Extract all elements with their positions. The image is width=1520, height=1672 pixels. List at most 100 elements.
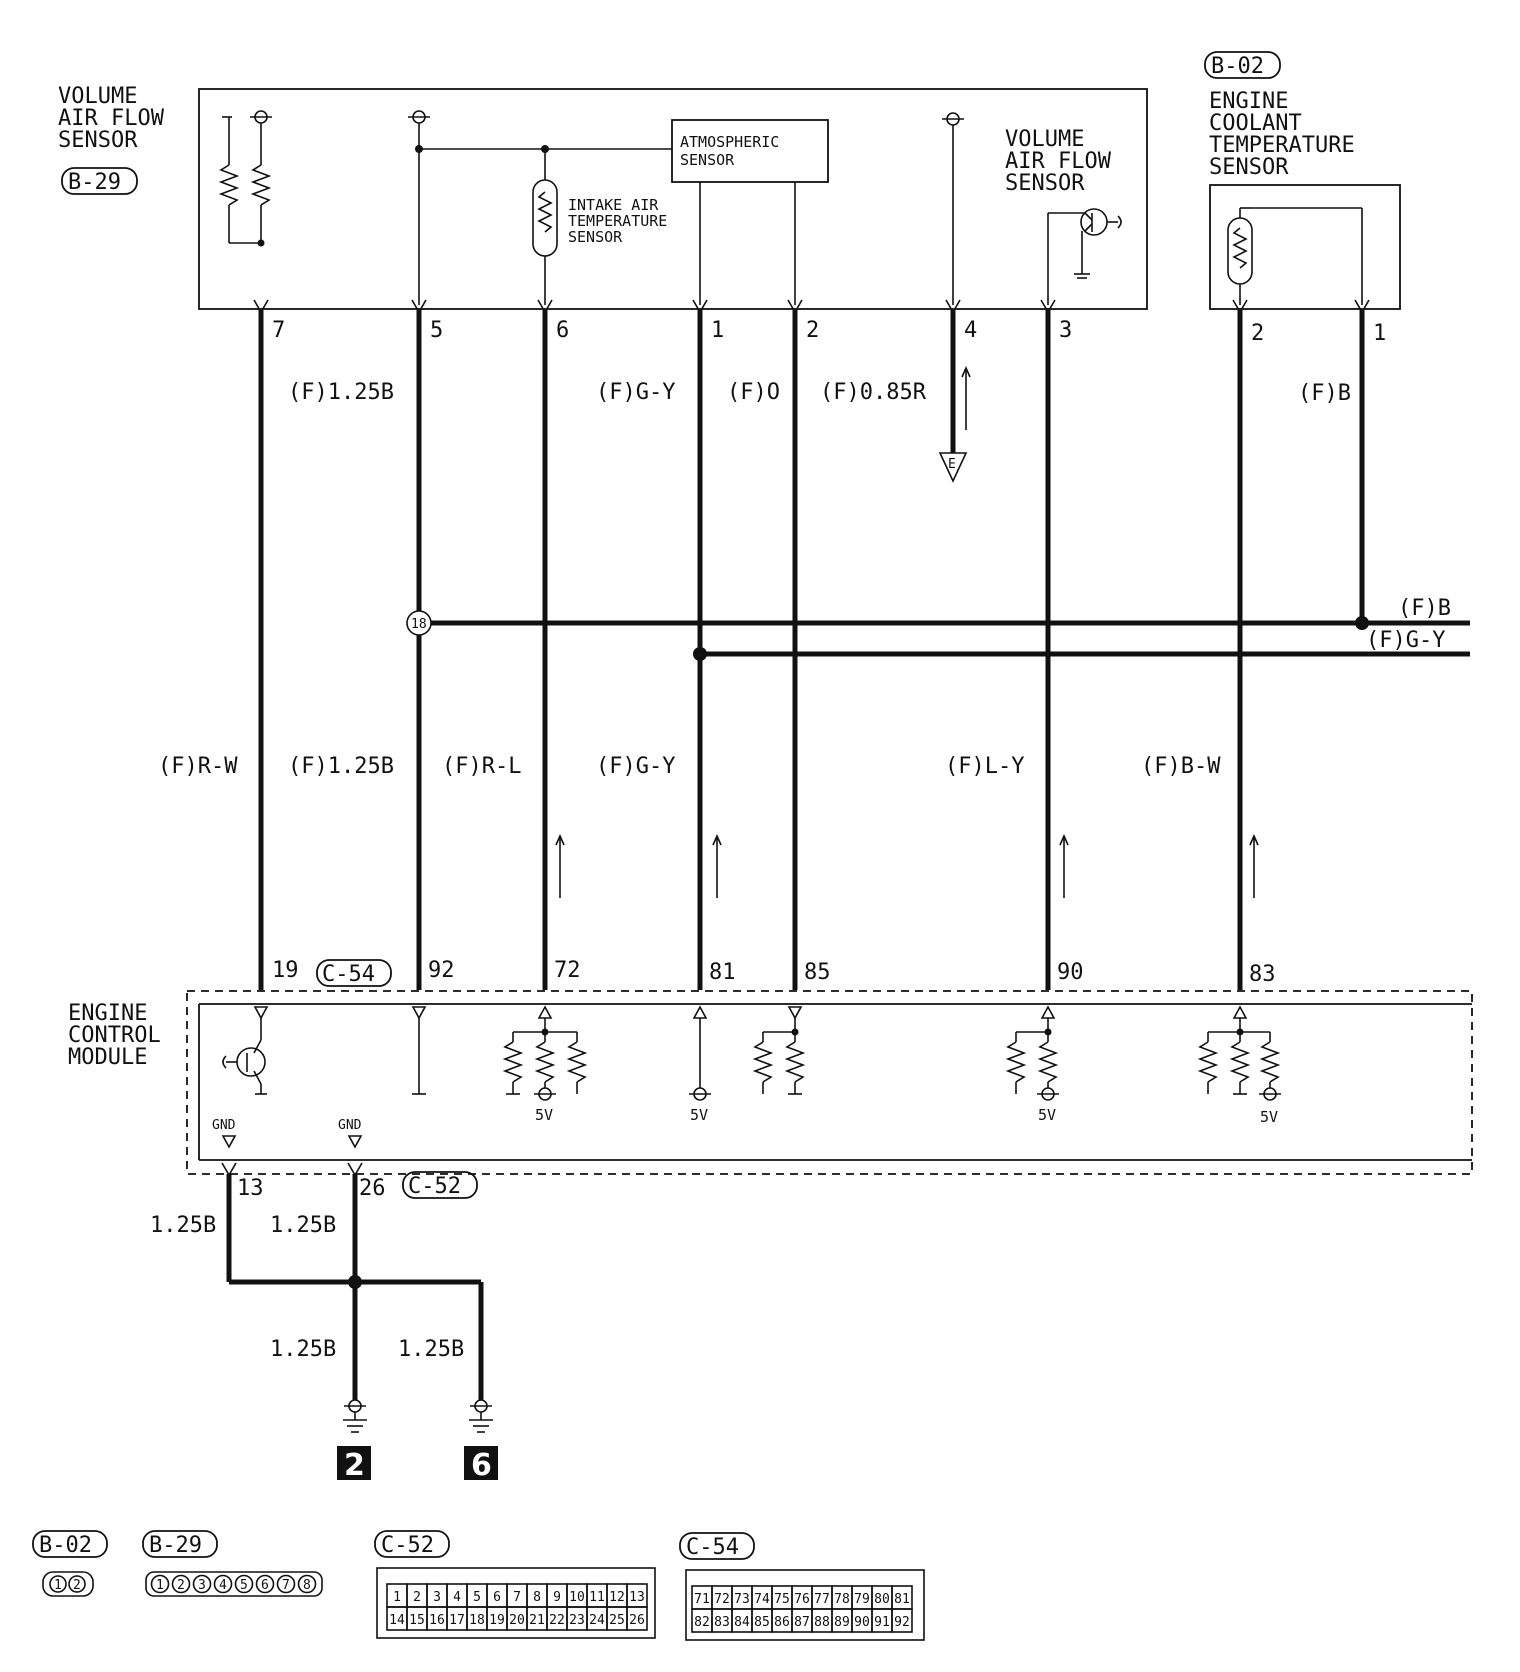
ecm-5v-label-90: 5V (1038, 1106, 1056, 1124)
c52-pin-25: 25 (609, 1613, 625, 1628)
c54-pin-75: 75 (774, 1592, 790, 1607)
ground-wiring (226, 1174, 484, 1400)
c52-pin-3: 3 (433, 1590, 441, 1605)
ecm-5v-label-81: 5V (690, 1106, 708, 1124)
bus-g-y (693, 647, 1470, 661)
b29-pin-5: 5 (240, 1578, 248, 1593)
ecm-5v-label-72: 5V (535, 1106, 553, 1124)
c52-pin-13: 13 (629, 1590, 645, 1605)
c52-face-label: C-52 (381, 1533, 434, 1558)
b02-pin-2: 2 (73, 1578, 81, 1593)
ecm-pin90-network (1005, 1005, 1059, 1101)
ground-symbol-6 (469, 1399, 493, 1433)
c54-pin-90: 90 (854, 1615, 870, 1630)
c52-pin-26: 26 (629, 1613, 645, 1628)
ecm-pin-19: 19 (272, 958, 299, 983)
iat-label-line1: INTAKE AIR (568, 196, 659, 214)
ecm-pin85-network (752, 1006, 806, 1095)
ect-title-line4: SENSOR (1209, 155, 1289, 180)
ecm-pin-81: 81 (709, 960, 736, 985)
c52-pin-cell (626, 1606, 648, 1631)
bus-label-g-y: (F)G-Y (1366, 628, 1445, 653)
ect-connector-tag: B-02 (1211, 54, 1264, 79)
b29-pin-1: 1 (156, 1578, 164, 1593)
ecm-title-line2: CONTROL (68, 1023, 161, 1048)
c54-pin-82: 82 (694, 1615, 710, 1630)
vaf-inner-line1: VOLUME (1005, 127, 1084, 152)
c52-pin-9: 9 (553, 1590, 561, 1605)
c52-pin-4: 4 (453, 1590, 461, 1605)
c54-pin-79: 79 (854, 1592, 870, 1607)
ecm-title-line3: MODULE (68, 1045, 147, 1070)
b29-pin-6: 6 (261, 1578, 269, 1593)
c54-pin-83: 83 (714, 1615, 730, 1630)
b29-face-label: B-29 (149, 1533, 202, 1558)
ground-wire-label-4: 1.25B (398, 1337, 464, 1362)
ground-point-6: 6 (471, 1448, 492, 1483)
c52-pin-1: 1 (393, 1590, 401, 1605)
c54-pin-76: 76 (794, 1592, 810, 1607)
c52-pin-12: 12 (609, 1590, 625, 1605)
iat-label-line3: SENSOR (568, 228, 623, 246)
vaf-resistor-network (218, 110, 272, 247)
c54-face-label: C-54 (686, 1535, 739, 1560)
c54-pin-cell (891, 1608, 913, 1633)
ecm-pin83-network (1197, 1005, 1281, 1101)
vaf-pin-7: 7 (272, 318, 285, 343)
ecm-gnd-label-13: GND (212, 1118, 236, 1133)
c54-pin-74: 74 (754, 1592, 770, 1607)
b29-pin-4: 4 (219, 1578, 227, 1593)
c54-pin-89: 89 (834, 1615, 850, 1630)
c54-pin-87: 87 (794, 1615, 810, 1630)
ecm-connector-c54-tag: C-54 (322, 962, 375, 987)
splice-18: 18 (406, 610, 432, 636)
ecm-gnd-label-26: GND (338, 1118, 362, 1133)
vaf-pin-5: 5 (430, 318, 443, 343)
c52-pin-17: 17 (449, 1613, 465, 1628)
ect-pin-1: 1 (1373, 321, 1386, 346)
sensor-pin-arrows (253, 299, 1370, 314)
wire-label-lower-6: (F)B-W (1141, 754, 1221, 779)
ecm-pin19-transistor (222, 1006, 269, 1095)
ecm-dashed-outline (186, 990, 1473, 1175)
b02-connector-face (42, 1571, 94, 1597)
c54-pin-81: 81 (894, 1592, 910, 1607)
c52-pin-5: 5 (473, 1590, 481, 1605)
c54-pin-77: 77 (814, 1592, 830, 1607)
c52-pin-24: 24 (589, 1613, 605, 1628)
c54-pin-73: 73 (734, 1592, 750, 1607)
ecm-connector-c52-tag: C-52 (408, 1174, 461, 1199)
vaf-pin-6: 6 (556, 318, 569, 343)
c52-pin-11: 11 (589, 1590, 605, 1605)
vaf-pin-1: 1 (711, 318, 724, 343)
vaf-title-line2: AIR FLOW (58, 106, 165, 131)
ect-pin-2: 2 (1251, 321, 1264, 346)
b29-connector-face (145, 1571, 323, 1597)
vaf-inner-line2: AIR FLOW (1005, 149, 1112, 174)
iat-thermistor (532, 149, 558, 305)
ground-wire-label-3: 1.25B (270, 1337, 336, 1362)
c52-pin-7: 7 (513, 1590, 521, 1605)
ecm-pin-85: 85 (804, 960, 831, 985)
svg-text:18: 18 (411, 617, 427, 632)
ground-wire-label-1: 1.25B (150, 1213, 216, 1238)
atm-sensor-box (671, 119, 829, 183)
atm-sensor-line2: SENSOR (680, 151, 735, 169)
flow-arrows (555, 366, 1259, 898)
ecm-pin-92: 92 (428, 958, 455, 983)
c52-pin-22: 22 (549, 1613, 565, 1628)
c52-pin-18: 18 (469, 1613, 485, 1628)
vaf-title-line1: VOLUME (58, 84, 137, 109)
c54-pin-71: 71 (694, 1592, 710, 1607)
vaf-transistor (1047, 208, 1122, 305)
ground-point-2: 2 (344, 1448, 365, 1483)
wire-pin4-to-e (938, 310, 968, 483)
c54-pin-80: 80 (874, 1592, 890, 1607)
ect-title-line3: TEMPERATURE (1209, 133, 1355, 158)
ecm-gnd-pin-13: 13 (237, 1176, 264, 1201)
e-symbol: E (948, 457, 956, 472)
ecm-title-line1: ENGINE (68, 1001, 147, 1026)
ect-title-line1: ENGINE (1209, 89, 1288, 114)
